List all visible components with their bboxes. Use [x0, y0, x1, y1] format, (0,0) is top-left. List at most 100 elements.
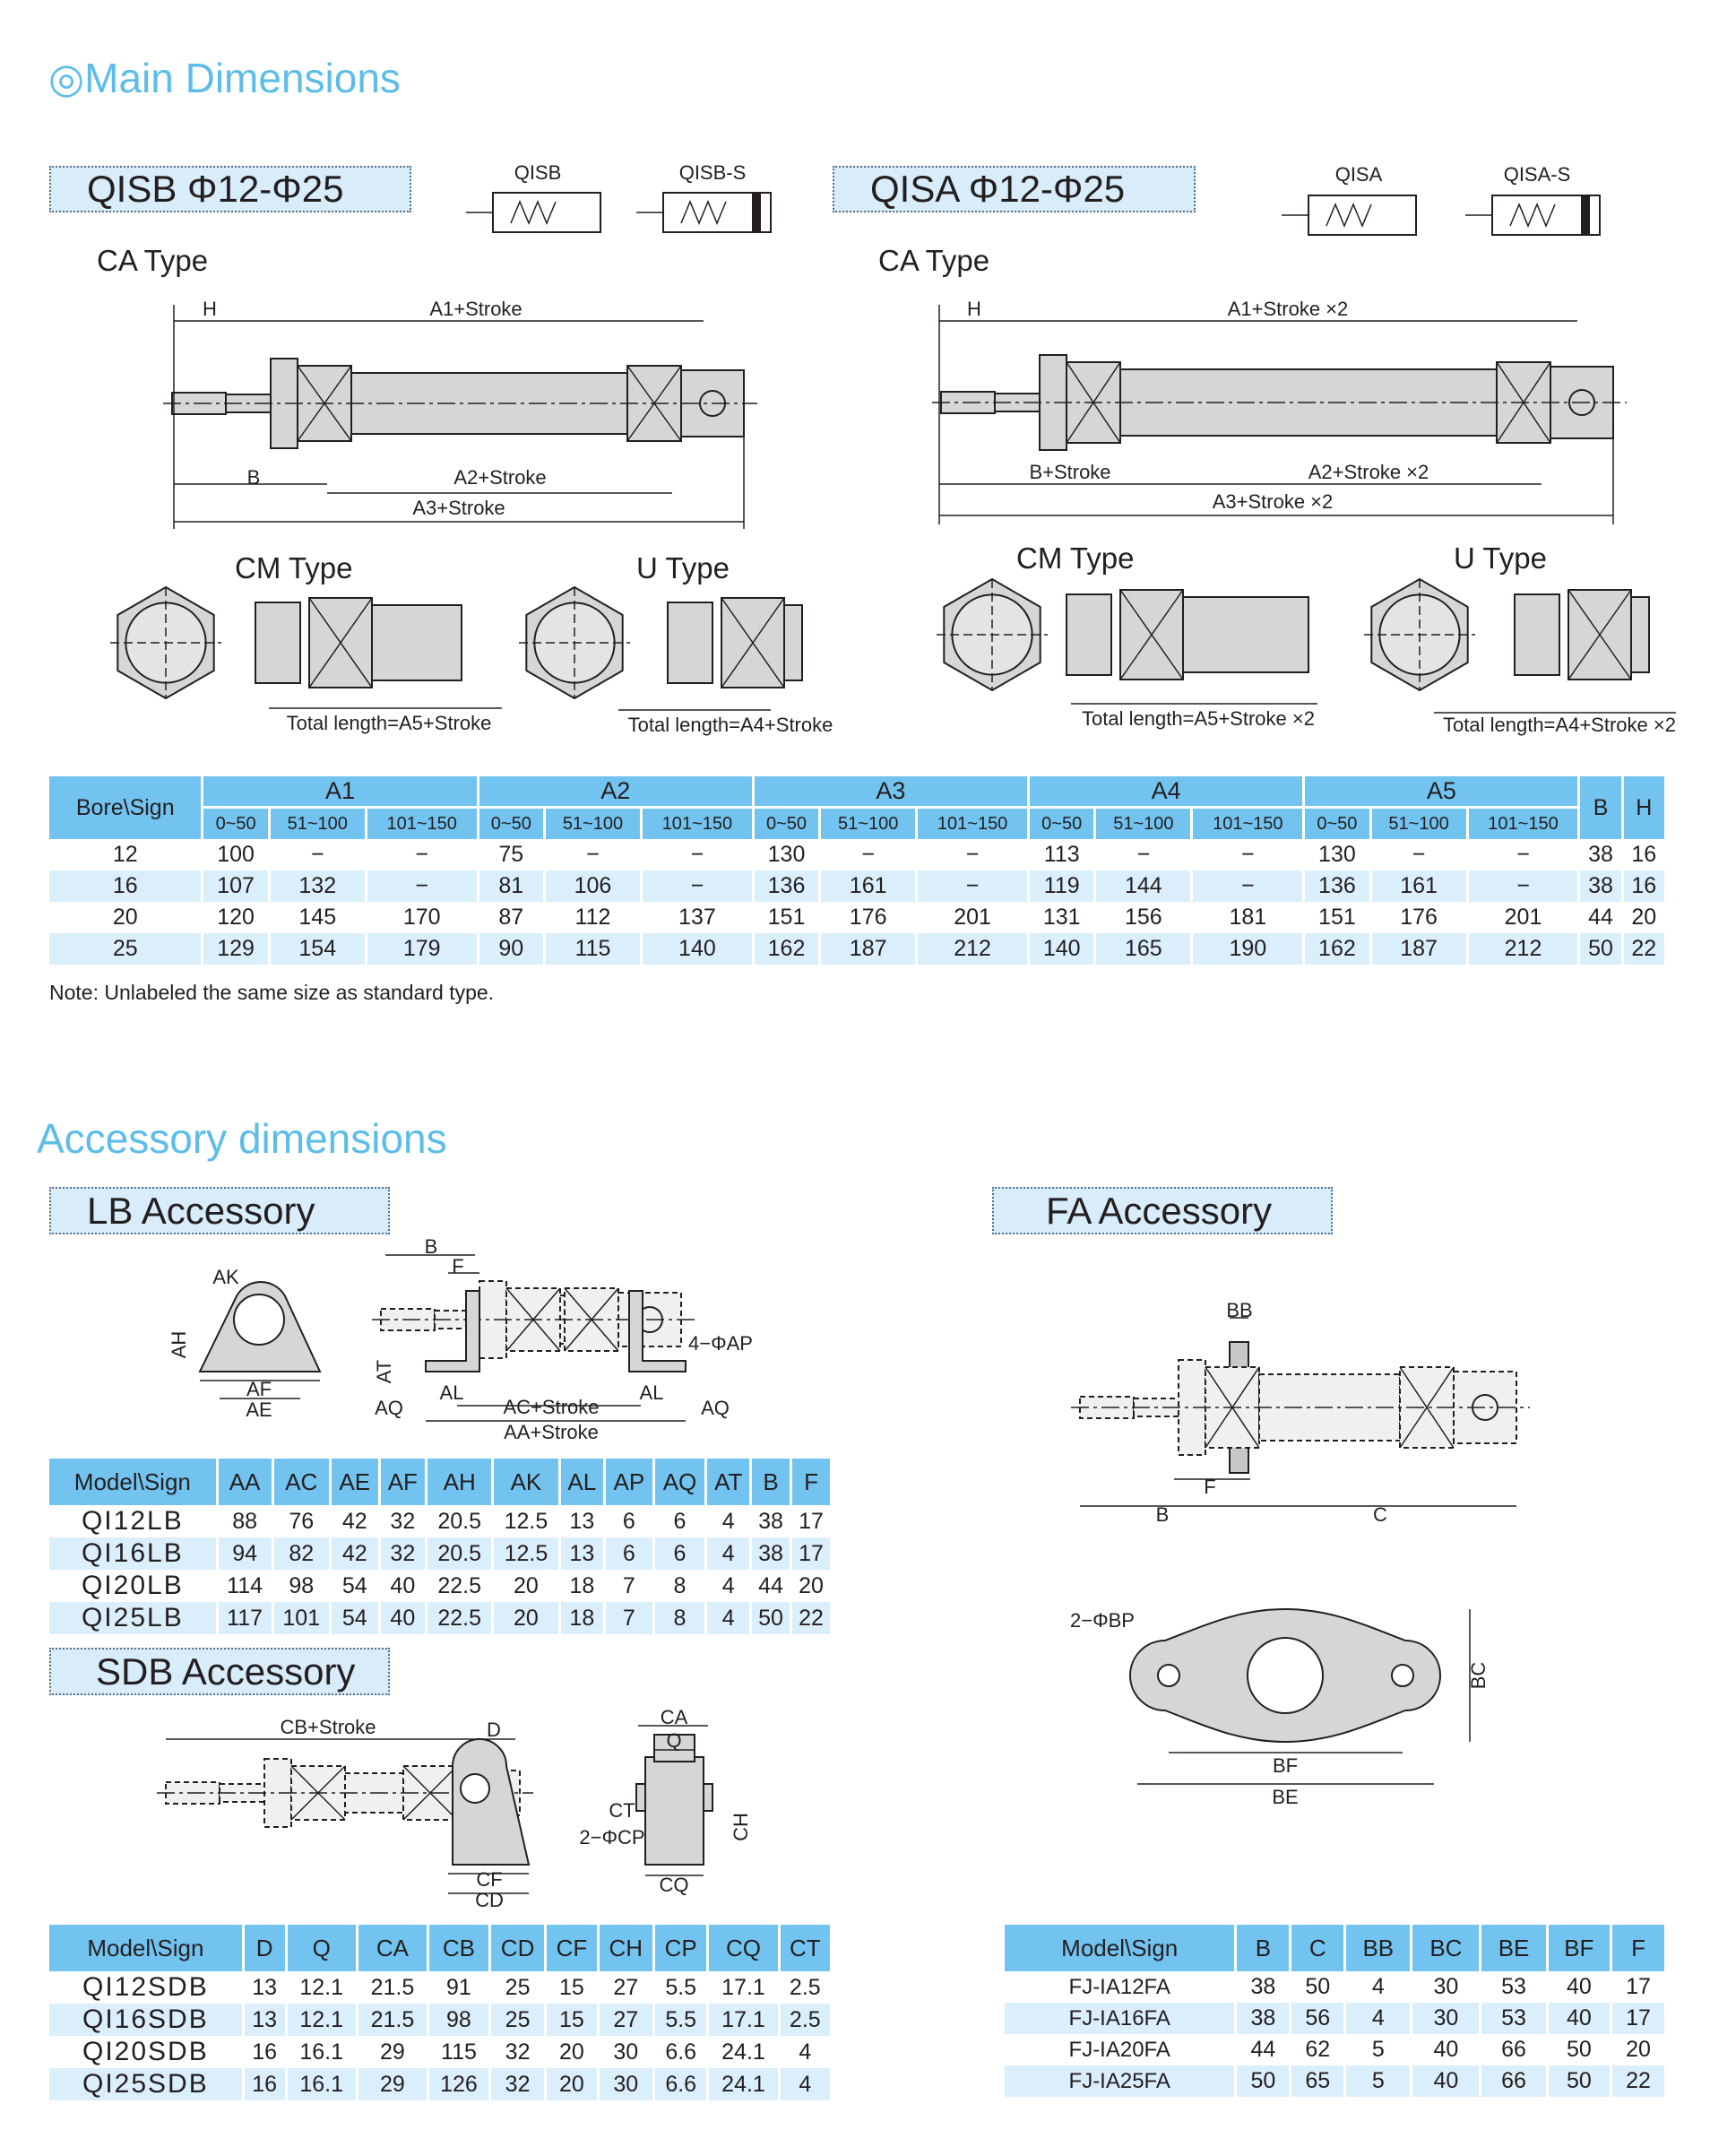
header-cell: CH	[599, 1925, 653, 1971]
dim-h: H	[203, 298, 217, 320]
dim-b: B	[247, 466, 261, 489]
series-symbol-icon	[492, 192, 601, 233]
table-cell: 187	[821, 933, 916, 965]
table-cell: 21.5	[370, 1974, 415, 2000]
table-cell: 40	[1548, 2003, 1611, 2034]
table-cell: 7	[622, 1572, 635, 1598]
table-cell: 87	[498, 905, 524, 930]
table-cell: 4	[780, 2068, 830, 2100]
dim-b: B+Stroke	[1029, 461, 1110, 483]
table-cell: 94	[218, 1537, 272, 1570]
cross-mark	[1568, 589, 1632, 680]
main-dimensions-title: ◎Main Dimensions	[48, 55, 401, 101]
table-cell: 66	[1481, 2065, 1546, 2097]
table-cell: 18	[560, 1602, 604, 1634]
table-cell: 137	[678, 905, 716, 930]
table-cell: 17	[1612, 2003, 1664, 2034]
table-cell: 22.5	[428, 1602, 492, 1634]
table-cell: 100	[217, 842, 255, 867]
model-cell: QI20SDB	[82, 2037, 209, 2066]
model-cell: QI12SDB	[82, 1972, 209, 2002]
dim-bp: 2−ΦBP	[1070, 1609, 1135, 1632]
table-cell: 17.1	[721, 1974, 765, 2000]
table-cell: 40	[390, 1572, 416, 1598]
table-cell: 119	[1030, 870, 1094, 902]
header-cell: 0~50	[479, 806, 543, 839]
header-cell: B	[752, 1459, 790, 1505]
table-cell: 32	[505, 2039, 531, 2065]
header-cell: AL	[560, 1459, 604, 1505]
table-cell: 40	[1412, 2065, 1480, 2097]
qisb-s-icon-label: QISB-S	[679, 161, 747, 184]
header-cell: D	[244, 1925, 285, 1971]
table-cell: 5.5	[665, 1974, 697, 2000]
table-cell: 40	[380, 1602, 426, 1634]
dim-c: C	[1373, 1503, 1387, 1526]
dim-a3: A3+Stroke ×2	[1213, 490, 1334, 513]
table-cell: 81	[479, 870, 543, 902]
table-cell: 162	[754, 933, 819, 965]
cross-mark	[721, 597, 785, 688]
table-cell: 136	[1305, 870, 1369, 902]
table-cell: 22.5	[437, 1572, 482, 1598]
table-cell: 98	[429, 2004, 488, 2036]
table-cell: 38	[752, 1537, 790, 1570]
header-cell: 51~100	[545, 806, 640, 839]
table-cell: 12	[112, 842, 138, 867]
table-cell: 4	[799, 2039, 812, 2065]
header-cell: 51~100	[1096, 806, 1191, 839]
header-cell: H	[1623, 776, 1664, 839]
header-cell: AA	[218, 1459, 272, 1505]
dim-al: AL	[440, 1381, 464, 1404]
u-type-heading: U Type	[636, 551, 730, 584]
table-cell: 8	[673, 1572, 687, 1598]
table-cell: 140	[1030, 933, 1094, 965]
table-cell: 6	[673, 1508, 687, 1534]
table-cell: 4	[707, 1537, 750, 1570]
header-cell: A1	[203, 776, 477, 806]
table-cell: 151	[1318, 905, 1356, 930]
header-cell: 51~100	[821, 806, 916, 839]
dim-ah: AH	[168, 1331, 190, 1359]
model-cell: FJ-IA20FA	[1068, 2037, 1170, 2062]
table-cell: 44	[1588, 905, 1613, 930]
table-cell: 27	[613, 1974, 639, 2000]
table-cell: 50	[1305, 1974, 1331, 1999]
spring-symbol-icon	[1509, 203, 1556, 228]
header-cell: Model\Sign	[49, 1925, 242, 1971]
table-cell: 101	[273, 1602, 329, 1634]
dim-ca: CA	[661, 1706, 688, 1728]
table-cell: 120	[217, 905, 255, 930]
table-cell: 24.1	[709, 2068, 778, 2100]
table-cell: 50	[752, 1602, 790, 1634]
spring-symbol-icon	[680, 200, 727, 225]
table-cell: 66	[1501, 2037, 1526, 2062]
dim-f: F	[1204, 1476, 1215, 1498]
tube-section	[667, 602, 713, 684]
table-cell: 15	[547, 2004, 597, 2036]
end-thread	[371, 604, 462, 681]
pin-head	[635, 1783, 646, 1812]
table-cell: −	[310, 842, 324, 867]
seal-mark	[752, 192, 761, 233]
table-cell: 65	[1291, 2065, 1344, 2097]
table-cell: 32	[380, 1537, 426, 1570]
table-cell: 16	[1631, 842, 1657, 867]
table-cell: 126	[429, 2068, 488, 2100]
header-cell: CB	[429, 1925, 488, 1971]
dim-q: Q	[666, 1729, 681, 1752]
table-cell: 88	[232, 1508, 258, 1534]
table-cell: 21.5	[358, 2004, 428, 2036]
table-cell: 107	[203, 870, 268, 902]
